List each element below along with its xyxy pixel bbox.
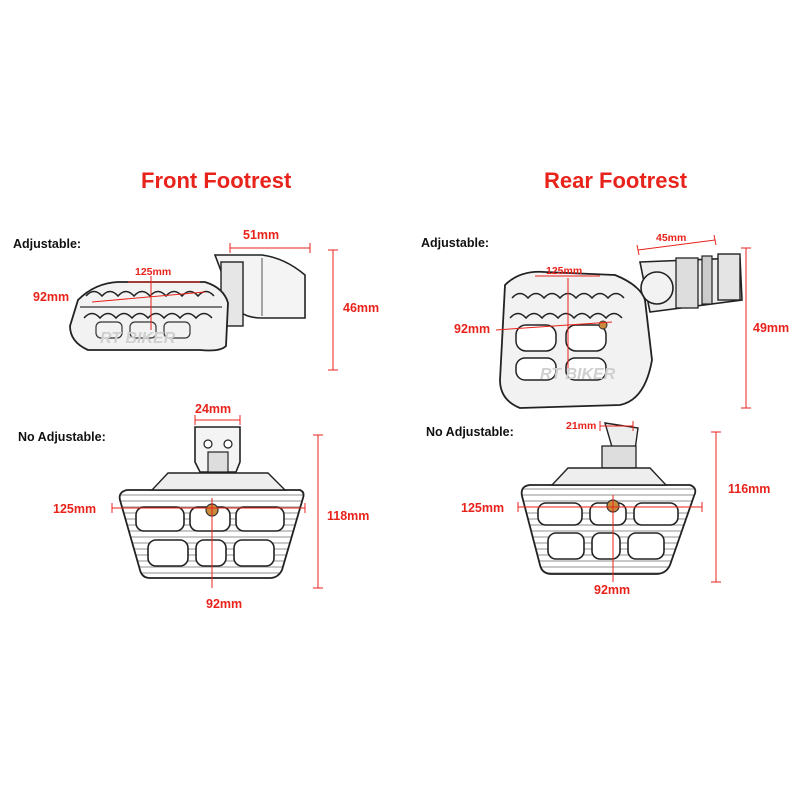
watermark-rear: RT BIKER: [540, 366, 616, 383]
front-fixed-mount-dimension: 24mm: [195, 402, 232, 416]
rear-fixed-label: No Adjustable:: [426, 425, 514, 439]
front-adjustable-dimension-lines: [91, 243, 338, 371]
front-fixed-label: No Adjustable:: [18, 430, 106, 444]
rear-adjustable-peg-drawing: [499, 253, 743, 409]
rear-adjustable-depth-dimension: 92mm: [454, 322, 491, 336]
watermark-front: RT BIKER: [100, 330, 176, 347]
front-adjustable-height-dimension: 46mm: [343, 301, 380, 315]
rear-fixed-mount-dimension: 21mm: [566, 420, 597, 432]
rear-fixed-height-dimension: 116mm: [728, 482, 771, 496]
front-adjustable-peg-drawing: [69, 254, 306, 352]
rear-adjustable-width-dimension: 125mm: [546, 265, 583, 277]
front-adjustable-label: Adjustable:: [13, 237, 82, 251]
rear-adjustable-stud-dimension: 45mm: [656, 232, 687, 244]
rear-adjustable-dimension-lines: [495, 234, 751, 409]
front-footrest-title: Front Footrest: [141, 168, 292, 193]
front-adjustable-stud-dimension: 51mm: [243, 228, 280, 242]
front-fixed-dimension-lines: [111, 415, 323, 589]
rear-footrest-title: Rear Footrest: [544, 168, 688, 193]
front-fixed-depth-dimension: 92mm: [206, 597, 243, 611]
rear-fixed-peg-drawing: [520, 422, 697, 575]
front-adjustable-width-dimension: 125mm: [135, 266, 172, 278]
rear-fixed-width-dimension: 125mm: [461, 501, 505, 515]
rear-fixed-dimension-lines: [517, 421, 721, 583]
rear-adjustable-label: Adjustable:: [421, 236, 490, 250]
front-adjustable-depth-dimension: 92mm: [33, 290, 70, 304]
front-fixed-width-dimension: 125mm: [53, 502, 97, 516]
rear-fixed-depth-dimension: 92mm: [594, 583, 631, 597]
rear-adjustable-height-dimension: 49mm: [753, 321, 790, 335]
front-fixed-height-dimension: 118mm: [327, 509, 370, 523]
